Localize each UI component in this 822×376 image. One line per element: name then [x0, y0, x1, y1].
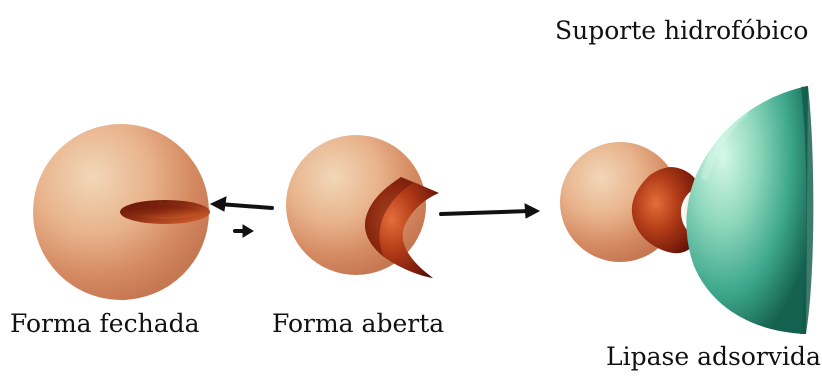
closed-form-label: Forma fechada: [10, 311, 200, 336]
open-form-lipase: [286, 135, 439, 278]
hydrophobic-support: [686, 86, 813, 334]
adsorbed-label: Lipase adsorvida: [606, 344, 821, 369]
open-form-label: Forma aberta: [272, 311, 444, 336]
adsorbed-lipase: [560, 142, 704, 262]
closed-form-lipase: [33, 124, 210, 300]
support-label: Suporte hidrofóbico: [555, 18, 808, 43]
